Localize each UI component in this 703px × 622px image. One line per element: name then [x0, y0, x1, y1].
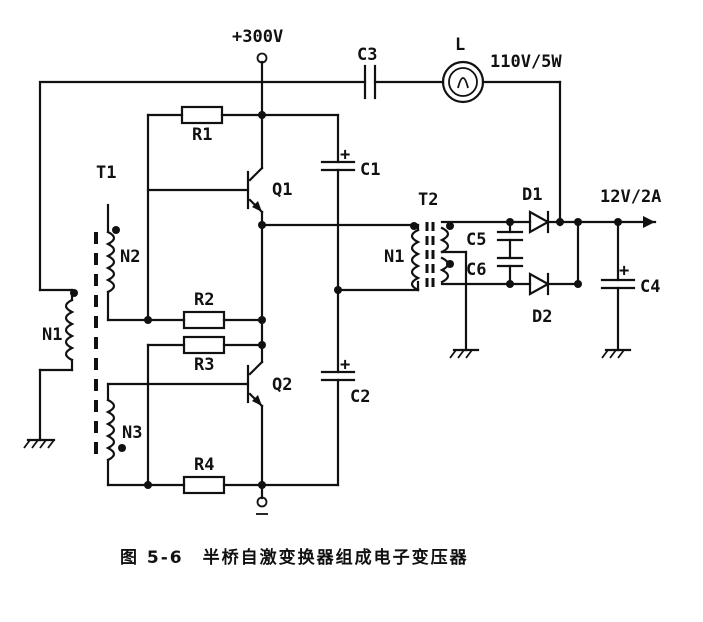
- t1-n1-label: N1: [42, 325, 62, 345]
- c4-label: C4: [640, 277, 660, 297]
- bottom-terminal: [256, 483, 268, 515]
- r1-resistor: [146, 105, 340, 322]
- t1-n3-winding: [105, 382, 150, 487]
- t1-label: T1: [96, 163, 116, 183]
- t1-n2-winding: [105, 203, 150, 322]
- t2-label: T2: [418, 190, 438, 210]
- r3-label: R3: [194, 355, 214, 375]
- t2-primary-winding: [410, 222, 421, 292]
- c5-label: C5: [466, 230, 486, 250]
- r2-label: R2: [194, 290, 214, 310]
- d1-label: D1: [522, 185, 542, 205]
- q1-transistor: [146, 113, 264, 322]
- ground-t2: [449, 348, 480, 359]
- lamp-label: L: [455, 35, 465, 55]
- d2-diode: [508, 218, 582, 296]
- t1-n1-winding: [38, 288, 78, 442]
- c5-c6-capacitors: [496, 218, 524, 288]
- d2-label: D2: [532, 307, 552, 327]
- c2-capacitor: [320, 288, 356, 487]
- supply-label: +300V: [232, 27, 283, 47]
- c1-plus: +: [340, 145, 350, 165]
- lamp-rating-label: 110V/5W: [490, 52, 562, 72]
- n2-label: N2: [120, 247, 140, 267]
- ground-left: [23, 438, 56, 449]
- c2-label: C2: [350, 387, 370, 407]
- n3-label: N3: [122, 423, 142, 443]
- supply-terminal: [256, 52, 268, 117]
- c2-plus: +: [340, 355, 350, 375]
- c3-label: C3: [357, 45, 377, 65]
- c4-capacitor: [600, 218, 636, 359]
- lamp-symbol: [441, 60, 485, 104]
- c4-plus: +: [619, 261, 629, 281]
- d1-diode: [508, 210, 657, 234]
- c6-label: C6: [466, 260, 486, 280]
- q2-transistor: [146, 343, 264, 487]
- r3-resistor: [146, 318, 266, 487]
- t2-core: [425, 222, 435, 292]
- r2-resistor: [144, 310, 266, 330]
- r4-resistor: [144, 475, 340, 495]
- t2-secondary-winding: [439, 220, 512, 352]
- midpoint-wire: [258, 221, 420, 294]
- output-label: 12V/2A: [600, 187, 661, 207]
- top-loop-wire: [38, 64, 562, 292]
- figure-caption: 图 5-6 半桥自激变换器组成电子变压器: [120, 547, 469, 568]
- r4-label: R4: [194, 455, 214, 475]
- c1-capacitor: [320, 113, 356, 292]
- t2-n1-label: N1: [384, 247, 404, 267]
- q2-label: Q2: [272, 375, 292, 395]
- c1-label: C1: [360, 160, 380, 180]
- q1-label: Q1: [272, 180, 292, 200]
- r1-label: R1: [192, 125, 212, 145]
